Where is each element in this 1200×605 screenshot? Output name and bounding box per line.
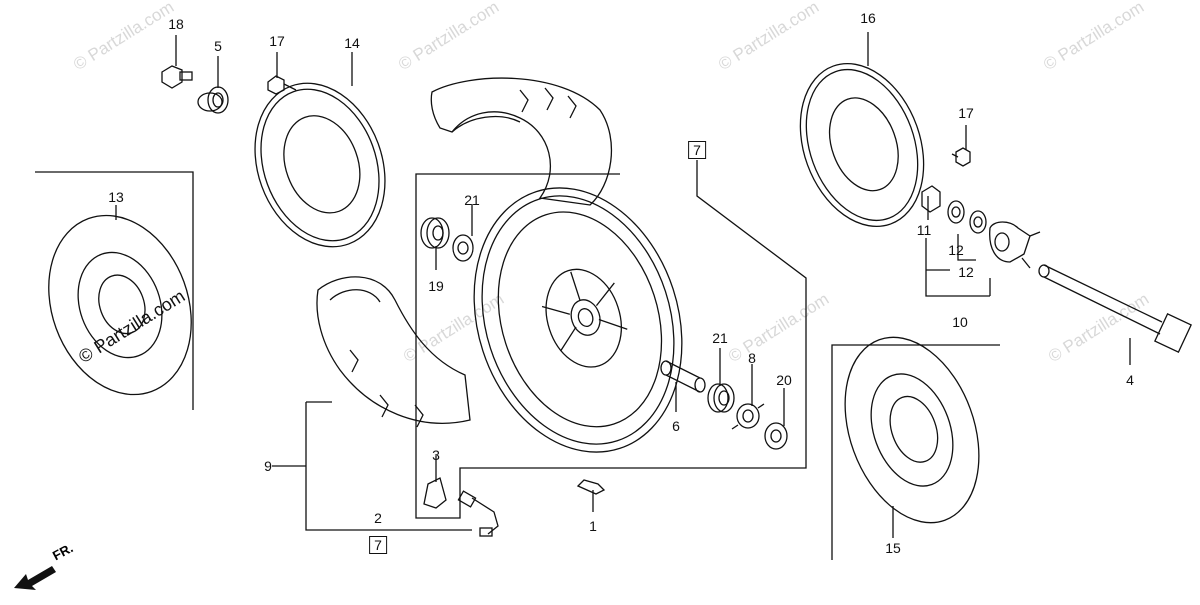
callout-12-upper: 12 bbox=[948, 242, 964, 258]
callout-18: 18 bbox=[168, 16, 184, 32]
callout-15: 15 bbox=[885, 540, 901, 556]
callout-20: 20 bbox=[776, 372, 792, 388]
callout-13: 13 bbox=[108, 189, 124, 205]
callout-14: 14 bbox=[344, 35, 360, 51]
callout-16: 16 bbox=[860, 10, 876, 26]
dust-seal-21-upper-drawing bbox=[452, 234, 474, 262]
callout-10: 10 bbox=[952, 314, 968, 330]
collar-5-drawing bbox=[197, 86, 229, 114]
front-direction-arrow-icon bbox=[14, 566, 56, 590]
distance-collar-6-drawing bbox=[660, 360, 706, 393]
brake-disc-14-drawing bbox=[254, 82, 386, 248]
callout-3: 3 bbox=[432, 447, 440, 463]
wheel-rim-drawing bbox=[473, 187, 683, 453]
bolt-18-drawing bbox=[161, 65, 193, 89]
left-frame-line bbox=[35, 171, 194, 410]
brake-disc-15-drawing bbox=[844, 336, 980, 524]
speedometer-gearbox-drawing bbox=[921, 185, 1041, 269]
balance-weight-1-drawing bbox=[576, 479, 606, 495]
callout-19: 19 bbox=[428, 278, 444, 294]
callout-8: 8 bbox=[748, 350, 756, 366]
right-frame-line bbox=[831, 344, 1000, 560]
valve-stem-2-drawing bbox=[457, 490, 499, 537]
callout-17-left: 17 bbox=[269, 33, 285, 49]
callout-11: 11 bbox=[916, 222, 932, 238]
leader-lines bbox=[115, 32, 1131, 538]
dust-seal-20-drawing bbox=[764, 422, 788, 450]
callout-1: 1 bbox=[589, 518, 597, 534]
retainer-8-drawing bbox=[731, 403, 765, 430]
callout-21-lower: 21 bbox=[712, 330, 728, 346]
brake-disc-16-drawing bbox=[799, 62, 925, 228]
callout-7-lower: 7 bbox=[369, 536, 387, 554]
callout-6: 6 bbox=[672, 418, 680, 434]
brake-disc-13-drawing bbox=[48, 214, 192, 396]
callout-4: 4 bbox=[1126, 372, 1134, 388]
tire-section-upper-drawing bbox=[430, 77, 613, 206]
callout-12-lower: 12 bbox=[958, 264, 974, 280]
callout-17-right: 17 bbox=[958, 105, 974, 121]
balance-weight-3-drawing bbox=[423, 477, 447, 509]
bolt-17-right-drawing bbox=[951, 147, 971, 167]
tire-section-lower-drawing bbox=[316, 276, 471, 428]
callout-7-upper: 7 bbox=[688, 141, 706, 159]
bearing-21-lower-drawing bbox=[707, 383, 735, 413]
callout-2: 2 bbox=[374, 510, 382, 526]
front-axle-4-drawing bbox=[1038, 264, 1192, 353]
callout-9: 9 bbox=[264, 458, 272, 474]
callout-21-upper: 21 bbox=[464, 192, 480, 208]
bearing-19-drawing bbox=[420, 217, 450, 249]
callout-5: 5 bbox=[214, 38, 222, 54]
